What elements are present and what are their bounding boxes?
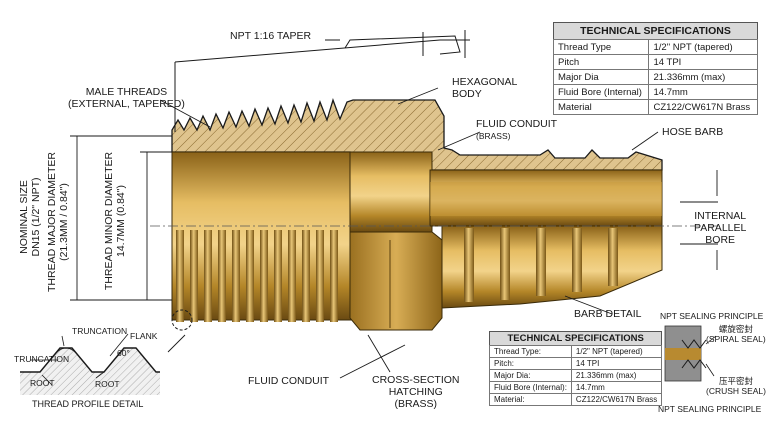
table-row: Thread Type 1/2" NPT (tapered) [552, 39, 758, 55]
table-row: Material CZ122/CW617N Brass [552, 99, 758, 115]
major-diameter-label: THREAD MAJOR DIAMETER (21.3mm / 0.84") [46, 138, 70, 306]
internal-bore-label: INTERNAL PARALLEL BORE [694, 210, 746, 246]
nominal-size-line1: NOMINAL SIZE [18, 180, 30, 254]
hex-body-line2: BODY [452, 88, 482, 100]
spec-value: CZ122/CW617N Brass [648, 99, 758, 115]
table-row: Fluid Bore (Internal): 14.7mm [489, 381, 663, 394]
spec-key: Major Dia: [489, 369, 572, 382]
spec-value: 1/2" NPT (tapered) [648, 39, 758, 55]
npt-sealing-bottom-label: NPT SEALING PRINCIPLE [658, 404, 762, 414]
major-diameter-line2: (21.3mm / 0.84") [58, 183, 70, 261]
nominal-size-label: NOMINAL SIZE DN15 (1/2" NPT) [18, 142, 42, 292]
minor-diameter-line1: THREAD MINOR DIAMETER [103, 151, 115, 291]
hex-body-label: HEXAGONAL BODY [452, 76, 517, 100]
thread-profile-detail [20, 333, 160, 395]
minor-diameter-label: THREAD MINOR DIAMETER 14.7mm (0.84") [103, 146, 127, 296]
barb-lower-body [441, 225, 663, 309]
dimension-lines [70, 135, 172, 301]
detail-callout-circle [171, 309, 193, 331]
spec-table-top-title: TECHNICAL SPECIFICATIONS [553, 22, 758, 39]
spec-value: 14 TPI [570, 357, 663, 370]
npt-sealing-detail [664, 325, 717, 382]
spec-table-top: TECHNICAL SPECIFICATIONS Thread Type 1/2… [552, 22, 758, 115]
spec-key: Thread Type [552, 39, 650, 55]
internal-bore-line3: BORE [705, 234, 736, 246]
leader-lines [159, 87, 718, 379]
minor-diameter-line2: 14.7mm (0.84") [115, 185, 127, 258]
crush-seal-cn: 压平密封 [718, 376, 753, 386]
hex-body-line1: HEXAGONAL [452, 76, 518, 88]
spec-value: 1/2" NPT (tapered) [570, 345, 663, 358]
spec-key: Material [552, 99, 650, 115]
hatching-label: CROSS-SECTION HATCHING (BRASS) [372, 374, 460, 410]
table-row: Pitch: 14 TPI [489, 357, 663, 370]
spec-key: Pitch [552, 54, 650, 70]
spiral-seal-label: 螺旋密封 (SPIRAL SEAL) [706, 324, 766, 344]
spec-key: Pitch: [489, 357, 572, 370]
male-threads-label: MALE THREADS (EXTERNAL, TAPERED) [68, 86, 185, 110]
root-right-label: ROOT [95, 379, 120, 389]
crush-seal-label: 压平密封 (CRUSH SEAL) [706, 376, 766, 396]
spiral-seal-en: (SPIRAL SEAL) [706, 334, 766, 344]
spec-table-bottom: TECHNICAL SPECIFICATIONS Thread Type: 1/… [489, 331, 663, 406]
internal-bore-line2: PARALLEL [694, 222, 747, 234]
hex-body-face [349, 151, 433, 233]
male-threads-line1: MALE THREADS [85, 86, 168, 98]
spec-table-bottom-title: TECHNICAL SPECIFICATIONS [489, 331, 663, 345]
taper-indicator [174, 30, 470, 132]
spec-key: Major Dia [552, 69, 650, 85]
fluid-conduit-bottom-label: FLUID CONDUIT [248, 375, 330, 387]
hatching-line3: (BRASS) [394, 398, 438, 410]
taper-label: NPT 1:16 TAPER [230, 30, 312, 42]
spec-value: 14 TPI [648, 54, 758, 70]
crush-seal-en: (CRUSH SEAL) [706, 386, 766, 396]
spiral-seal-cn: 螺旋密封 [718, 324, 753, 334]
internal-bore-line1: INTERNAL [694, 210, 747, 222]
table-row: Fluid Bore (Internal) 14.7mm [552, 84, 758, 100]
spec-key: Fluid Bore (Internal) [552, 84, 650, 100]
hatching-line1: CROSS-SECTION [372, 374, 460, 386]
internal-bore [430, 182, 662, 216]
hex-body-lower [349, 231, 443, 331]
section-hatching-upper [171, 97, 663, 171]
hatching-line2: HATCHING [388, 386, 443, 398]
table-row: Thread Type: 1/2" NPT (tapered) [489, 345, 663, 358]
truncation-left-label: TRUNCATION [14, 354, 70, 364]
major-diameter-line1: THREAD MAJOR DIAMETER [46, 152, 58, 293]
table-row: Material: CZ122/CW617N Brass [489, 393, 663, 406]
spec-key: Fluid Bore (Internal): [489, 381, 572, 394]
table-row: Major Dia 21.336mm (max) [552, 69, 758, 85]
lower-thread-ridges [176, 230, 338, 322]
spec-key: Material: [489, 393, 572, 406]
root-left-label: ROOT [30, 378, 55, 388]
table-row: Major Dia: 21.336mm (max) [489, 369, 663, 382]
thread-profile-label: THREAD PROFILE DETAIL [32, 399, 144, 409]
fluid-conduit-top-line1: FLUID CONDUIT [476, 118, 558, 130]
angle-label: 60° [117, 348, 130, 358]
spec-value: 14.7mm [570, 381, 663, 394]
spec-value: 21.336mm (max) [648, 69, 758, 85]
fluid-conduit-top-label: FLUID CONDUIT (BRASS) [476, 118, 557, 142]
fluid-conduit-top-line2: (BRASS) [476, 131, 511, 141]
barb-ridges [464, 228, 618, 302]
table-row: Pitch 14 TPI [552, 54, 758, 70]
npt-sealing-top-label: NPT SEALING PRINCIPLE [660, 311, 764, 321]
hose-barb-label: HOSE BARB [662, 126, 724, 138]
truncation-top-label: TRUNCATION [72, 326, 128, 336]
male-threads-line2: (EXTERNAL, TAPERED) [68, 98, 185, 110]
barb-detail-label: BARB DETAIL [574, 308, 642, 320]
spec-value: 14.7mm [648, 84, 758, 100]
flank-label: FLANK [130, 331, 158, 341]
nominal-size-line2: DN15 (1/2" NPT) [30, 177, 42, 257]
spec-value: 21.336mm (max) [570, 369, 663, 382]
spec-value: CZ122/CW617N Brass [570, 393, 663, 406]
spec-key: Thread Type: [489, 345, 572, 358]
